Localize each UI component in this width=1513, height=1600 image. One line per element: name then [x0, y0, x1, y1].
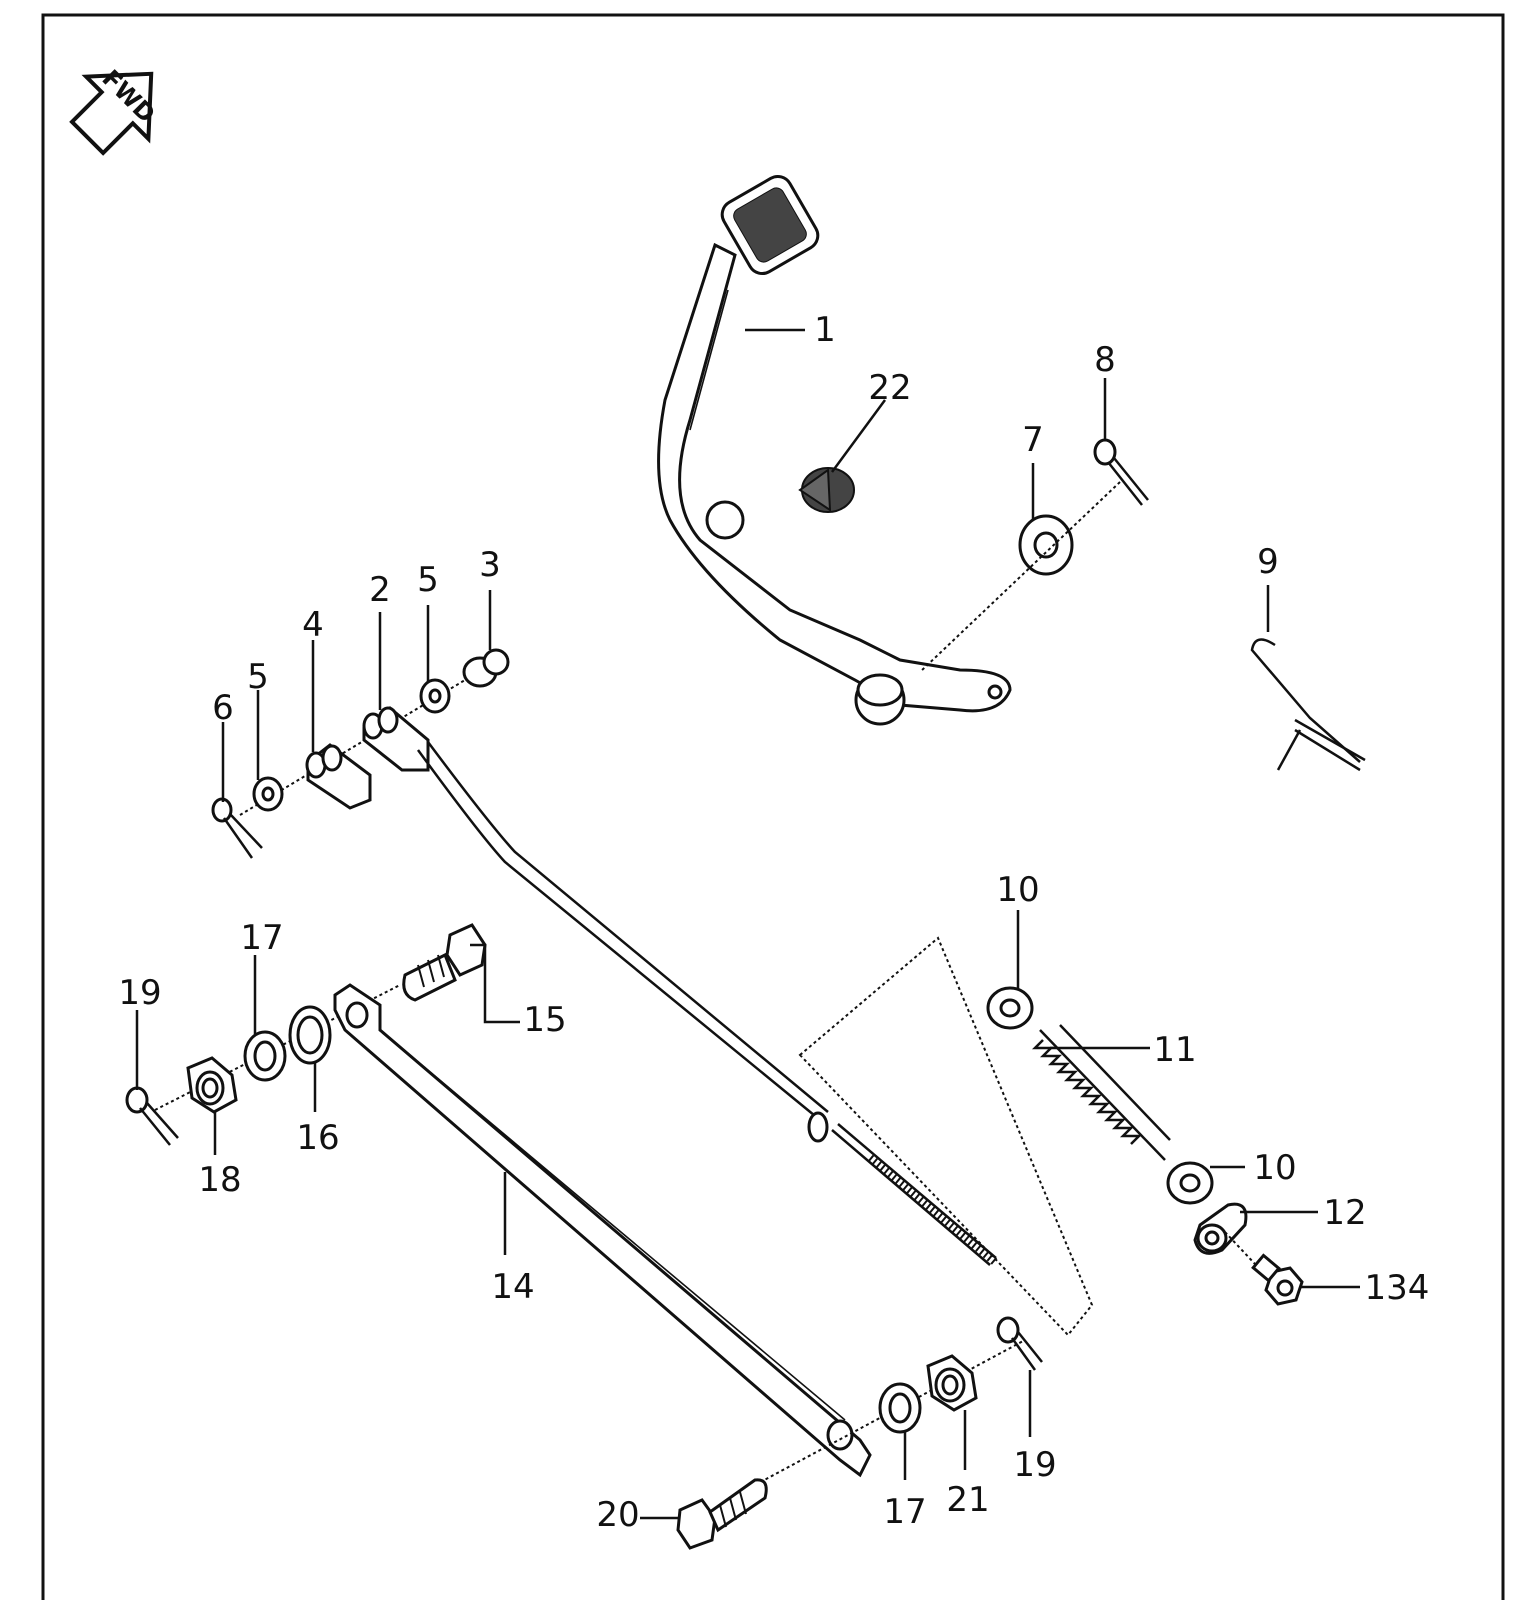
callout-5-upper: 5 [417, 560, 439, 600]
brake-rod [416, 741, 998, 1266]
callout-21: 21 [946, 1480, 990, 1520]
callout-22: 22 [868, 368, 912, 408]
washer-5-upper [419, 678, 451, 714]
washer-10-upper [986, 986, 1034, 1030]
cotter-pin-19-right [996, 1316, 1043, 1371]
callout-12: 12 [1323, 1193, 1367, 1233]
nut-134 [1251, 1253, 1304, 1306]
callout-17-right: 17 [883, 1492, 927, 1532]
callout-3: 3 [479, 545, 501, 585]
callout-16: 16 [296, 1118, 340, 1158]
bumper-22 [798, 467, 855, 513]
lock-washer-17-right [878, 1382, 922, 1434]
washer-16 [288, 1005, 332, 1065]
diagram-frame [41, 13, 1505, 1600]
cotter-pin-6 [211, 797, 263, 859]
callout-19-left: 19 [118, 973, 162, 1013]
cotter-pin-8 [1093, 438, 1149, 506]
callout-10-lower: 10 [1253, 1148, 1297, 1188]
callout-18: 18 [198, 1160, 242, 1200]
lock-washer-17-left [243, 1030, 287, 1082]
callout-5-lower: 5 [247, 657, 269, 697]
callout-19-right: 19 [1013, 1445, 1057, 1485]
brake-pedal [657, 174, 1012, 726]
callout-9: 9 [1257, 542, 1279, 582]
collar-12 [1193, 1202, 1248, 1255]
washer-10-lower [1166, 1161, 1214, 1205]
callout-10-upper: 10 [996, 870, 1040, 910]
nut-21 [926, 1354, 978, 1412]
callout-6: 6 [212, 688, 234, 728]
washer-5-lower [252, 776, 284, 812]
fwd-arrow-icon: FWD [69, 64, 161, 156]
nut-18 [186, 1056, 238, 1114]
leader-lines [135, 328, 1360, 1520]
pin-3 [462, 648, 510, 688]
callout-15: 15 [523, 1000, 567, 1040]
callout-17-left: 17 [240, 918, 284, 958]
callout-134: 134 [1364, 1268, 1430, 1308]
callout-20: 20 [596, 1495, 640, 1535]
bolt-15 [402, 923, 487, 1002]
callout-11: 11 [1153, 1030, 1197, 1070]
callout-2: 2 [369, 570, 391, 610]
rod-end-outline [798, 936, 1094, 1337]
callout-14: 14 [491, 1267, 535, 1307]
clevis-2 [362, 706, 430, 772]
spring-9 [1250, 638, 1366, 772]
arm-14 [333, 983, 872, 1478]
axis-line [919, 481, 1121, 673]
callout-8: 8 [1094, 340, 1116, 380]
joint-4 [305, 743, 372, 810]
callout-7: 7 [1022, 420, 1044, 460]
spring-11 [1031, 1024, 1171, 1161]
cotter-pin-19-left [125, 1086, 179, 1146]
callout-4: 4 [302, 605, 324, 645]
bolt-20 [676, 1478, 768, 1550]
callout-1: 1 [814, 310, 836, 350]
washer-7 [1018, 514, 1074, 576]
